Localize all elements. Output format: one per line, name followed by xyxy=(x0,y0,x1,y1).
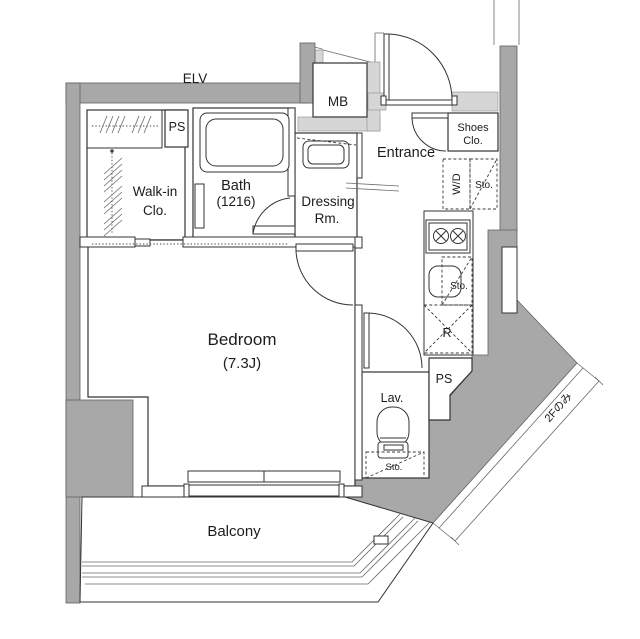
label-refrigerator: R xyxy=(442,326,451,340)
window-sash-lower xyxy=(184,484,344,497)
lavatory-door-leaf xyxy=(363,312,370,369)
interior-walls xyxy=(79,107,400,498)
washbasin-bowl xyxy=(307,144,345,165)
storage-dashed-boxes xyxy=(365,158,498,479)
toilet-lid xyxy=(383,444,404,451)
dressing-overhead-dashed xyxy=(296,137,357,146)
label-bedroom: Bedroom xyxy=(208,330,277,349)
outer-edge-line xyxy=(438,367,584,529)
refrigerator-box xyxy=(423,304,473,354)
label-elevator: ELV xyxy=(183,71,208,86)
label-dressing-1: Dressing xyxy=(301,194,354,209)
outer-walls xyxy=(65,42,578,604)
label-walk-in-1: Walk-in xyxy=(133,184,178,199)
balcony-outline xyxy=(79,496,434,603)
label-pipe-space-upper: PS xyxy=(169,120,186,134)
label-bath-size: (1216) xyxy=(216,194,255,209)
labels: ELV MB PS Walk-in Clo. Bath (1216) Dress… xyxy=(133,71,575,540)
doors xyxy=(252,33,458,369)
bath-ledge xyxy=(194,183,205,229)
meter-box xyxy=(312,62,368,118)
storage-kitchen-box xyxy=(441,256,473,306)
entrance-door-leaf xyxy=(383,33,390,101)
label-bath: Bath xyxy=(221,178,251,194)
wall-left xyxy=(65,82,81,604)
bathtub-inner xyxy=(205,118,284,167)
label-dressing-2: Rm. xyxy=(315,211,340,226)
storage-entry-box xyxy=(469,158,498,210)
label-balcony: Balcony xyxy=(207,523,261,540)
kitchen-sink xyxy=(428,265,462,298)
pipe-space-lower-box xyxy=(428,357,473,421)
label-shoes-2: Clo. xyxy=(463,135,483,147)
bath-door-arc xyxy=(252,197,291,235)
bedroom-door-leaf xyxy=(295,243,354,252)
washer-dryer-box xyxy=(442,158,471,210)
storage-lavatory-box xyxy=(365,451,425,479)
label-meter-box: MB xyxy=(328,94,348,109)
shoes-door-arc xyxy=(411,117,447,152)
entrance-step xyxy=(345,182,400,192)
label-lavatory: Lav. xyxy=(381,391,404,405)
hanger-rack-symbols xyxy=(92,115,160,237)
label-entrance: Entrance xyxy=(377,145,435,161)
wall-top xyxy=(65,82,311,104)
balcony-railing xyxy=(82,513,431,585)
window-right-wall xyxy=(501,246,518,314)
bedroom-door-arc xyxy=(295,250,354,306)
label-shoes-1: Shoes xyxy=(457,122,489,134)
bath-door-leaf xyxy=(252,225,296,235)
label-washer-dryer: W/D xyxy=(451,173,463,194)
entrance-door-arc xyxy=(388,33,453,101)
balcony-area xyxy=(79,367,584,603)
wall-right xyxy=(499,45,518,233)
label-bedroom-size: (7.3J) xyxy=(223,355,261,372)
toilet-bowl xyxy=(376,406,410,448)
wall-column-bottom-left xyxy=(65,399,134,498)
railing-step xyxy=(373,535,389,545)
label-storage-lavatory: Sto. xyxy=(386,462,403,473)
label-storage-entry: Sto. xyxy=(475,180,493,191)
shoes-door-leaf xyxy=(411,112,449,119)
label-pipe-space-lower: PS xyxy=(436,372,453,386)
lavatory-door-arc xyxy=(368,312,423,369)
pipe-space-upper-box xyxy=(164,109,189,148)
fixtures xyxy=(92,112,474,459)
label-storage-kitchen: Sto. xyxy=(450,281,468,292)
dimension-2f xyxy=(432,362,604,546)
label-walk-in-2: Clo. xyxy=(143,203,167,218)
shoes-closet-box xyxy=(447,112,499,152)
